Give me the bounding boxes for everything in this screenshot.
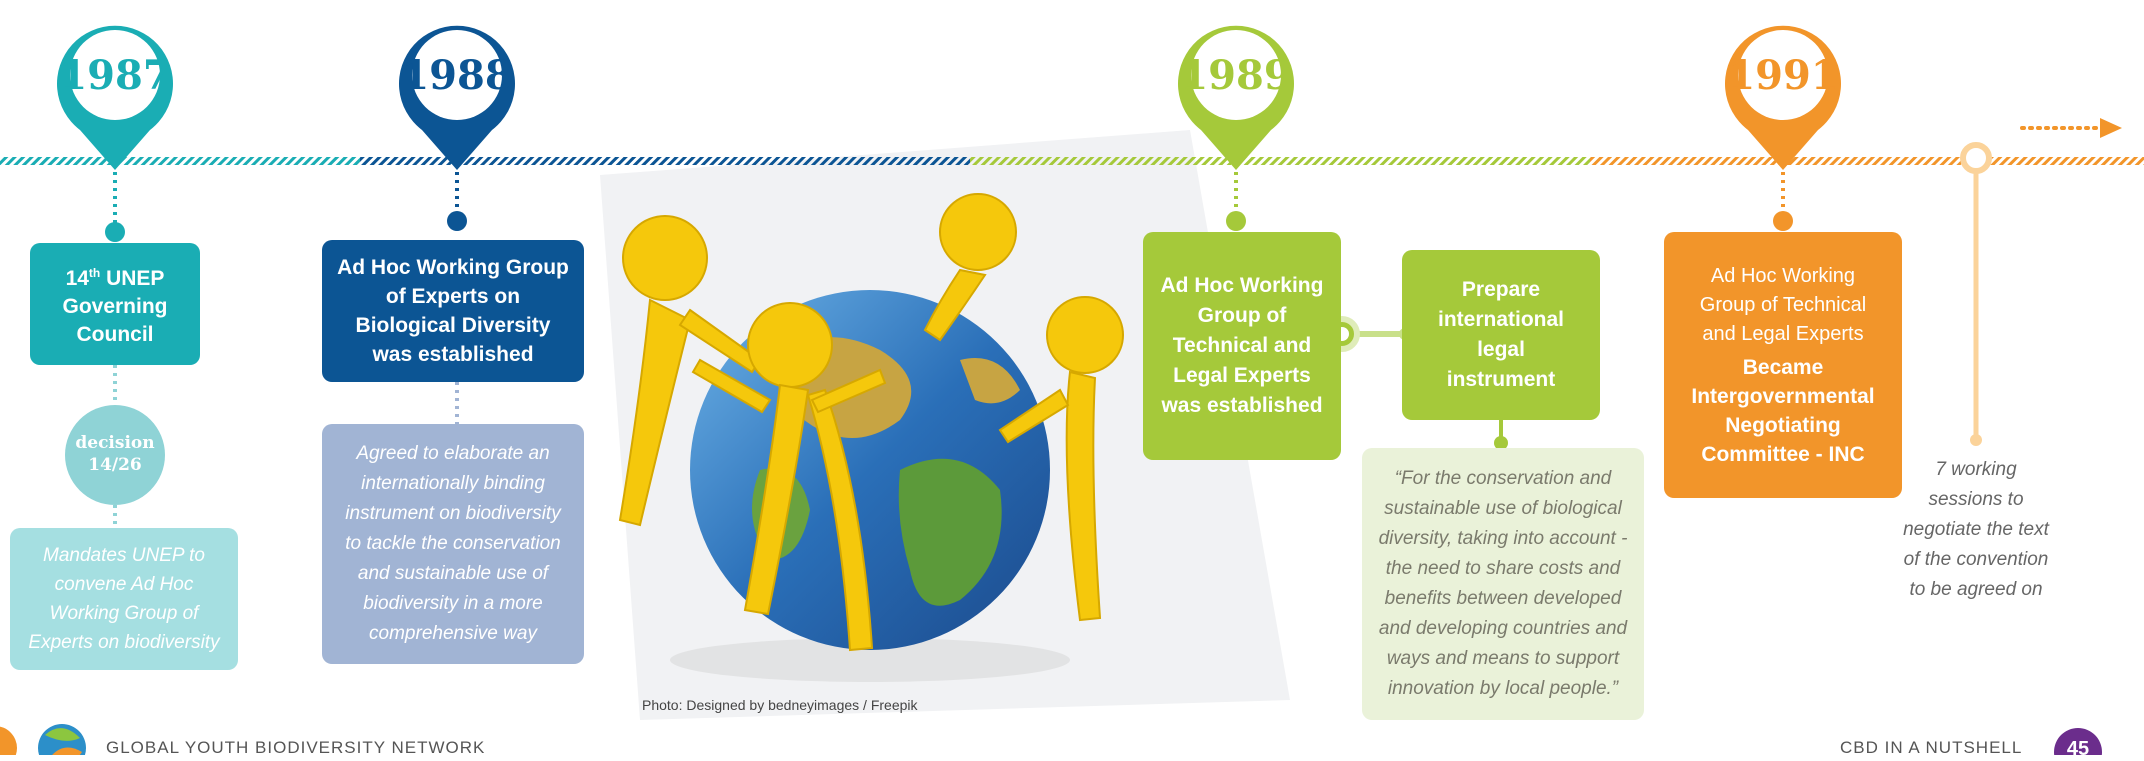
event-1988-title: Ad Hoc Working Group of Experts on Biolo… bbox=[337, 256, 569, 366]
year-1988: 1988 bbox=[401, 52, 512, 99]
event-1988-box: Ad Hoc Working Group of Experts on Biolo… bbox=[322, 240, 584, 382]
year-1989: 1989 bbox=[1180, 52, 1291, 99]
event-1988-note: Agreed to elaborate an internationally b… bbox=[322, 424, 584, 664]
pin-1991-icon bbox=[1724, 25, 1841, 170]
event-1988-note-text: Agreed to elaborate an internationally b… bbox=[345, 443, 561, 644]
pin-1988-icon bbox=[399, 25, 515, 170]
event-1991-line1: Ad Hoc Working Group of Technical and Le… bbox=[1699, 264, 1867, 345]
right-page-number: 45 bbox=[2066, 738, 2090, 760]
photo-credit: Photo: Designed by bedneyimages / Freepi… bbox=[642, 697, 918, 713]
footer-right-title: CBD IN A NUTSHELL bbox=[1840, 738, 2023, 757]
event-1989-quote: “For the conservation and sustainable us… bbox=[1362, 448, 1644, 720]
event-1989-title: Ad Hoc Working Group of Technical and Le… bbox=[1160, 274, 1324, 417]
pin-1988-dot bbox=[447, 211, 467, 231]
event-1987-title-line2: Governing Council bbox=[62, 295, 168, 346]
decision-circle bbox=[65, 405, 165, 505]
timeline-segment-teal bbox=[0, 157, 360, 165]
event-1991-box: Ad Hoc Working Group of Technical and Le… bbox=[1664, 232, 1902, 498]
timeline-segment-green bbox=[970, 157, 1590, 165]
globe-photo bbox=[618, 193, 1124, 682]
timeline-segment-orange bbox=[1590, 157, 2144, 165]
event-1989-quote-text: “For the conservation and sustainable us… bbox=[1378, 468, 1628, 699]
pin-1989-dot bbox=[1226, 211, 1246, 231]
decision-label-line1: decision bbox=[75, 433, 155, 453]
year-1987: 1987 bbox=[59, 52, 170, 99]
event-1987-note: Mandates UNEP to convene Ad Hoc Working … bbox=[10, 528, 238, 670]
decision-label: decision 14/26 bbox=[65, 432, 165, 476]
session-marker-ring bbox=[1960, 142, 1992, 174]
pin-1989-icon bbox=[1178, 25, 1294, 170]
event-1991-note: 7 working sessions to negotiate the text… bbox=[1900, 455, 2052, 605]
event-1987-note-text: Mandates UNEP to convene Ad Hoc Working … bbox=[28, 545, 220, 653]
event-1989-side-box: Prepare international legal instrument bbox=[1402, 250, 1600, 420]
year-1991: 1991 bbox=[1727, 52, 1838, 99]
event-1987-box: 14th UNEP Governing Council bbox=[30, 243, 200, 365]
event-1989-side-title: Prepare international legal instrument bbox=[1437, 278, 1564, 391]
event-1987-title-line1: 14th UNEP bbox=[65, 266, 165, 290]
event-1989-box: Ad Hoc Working Group of Technical and Le… bbox=[1143, 232, 1341, 460]
pin-1991-dot bbox=[1773, 211, 1793, 231]
session-marker-dot bbox=[1970, 434, 1982, 446]
footer-org-name: GLOBAL YOUTH BIODIVERSITY NETWORK bbox=[106, 738, 486, 757]
pin-1987-icon bbox=[57, 25, 173, 170]
pin-1987-dot bbox=[105, 222, 125, 242]
right-page-badge bbox=[2054, 728, 2102, 755]
decision-label-line2: 14/26 bbox=[88, 455, 142, 475]
timeline-segment-navy bbox=[360, 157, 970, 165]
gybn-logo-icon bbox=[38, 724, 86, 755]
left-page-badge bbox=[0, 726, 17, 755]
event-1991-note-text: 7 working sessions to negotiate the text… bbox=[1903, 459, 2049, 600]
arrow-head-icon bbox=[2100, 118, 2122, 138]
event-1991-line2: Became Intergovernmental Negotiating Com… bbox=[1691, 355, 1875, 466]
